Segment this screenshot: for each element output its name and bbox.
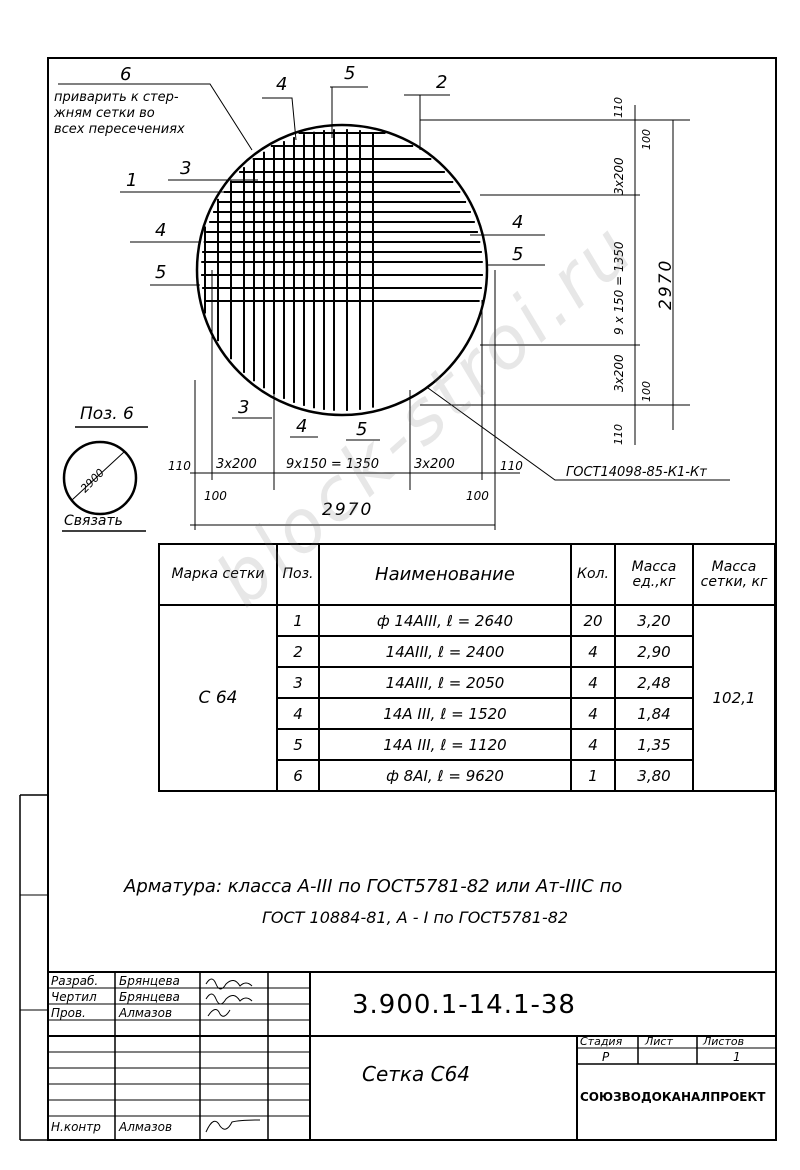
mesh-plan: [195, 123, 489, 417]
dim-right-110-bottom: 110: [612, 424, 625, 445]
spec-mark-cell: С 64: [158, 604, 278, 792]
callout-top-2: 2: [436, 72, 448, 93]
dim-right-3x200-bottom: 3x200: [612, 354, 626, 392]
notes-line-2: ГОСТ 10884-81, А - I по ГОСТ5781-82: [262, 908, 569, 927]
pos6-title: Поз. 6: [80, 404, 134, 424]
sheet-title: Сетка С64: [362, 1062, 471, 1086]
row-qty: 4: [570, 697, 616, 730]
row-qty: 4: [570, 728, 616, 761]
row-qty: 20: [570, 604, 616, 637]
row-name: 14А III, ℓ = 1120: [318, 728, 572, 761]
sheets-value: 1: [733, 1050, 741, 1064]
dim-110-left: 110: [168, 459, 191, 473]
callout-bottom-3: 3: [238, 397, 250, 418]
callout-right-5: 5: [512, 244, 524, 265]
note-line-3: всех пересечениях: [54, 122, 185, 137]
dim-total-bottom: 2970: [322, 500, 374, 520]
dim-100-left: 100: [204, 489, 227, 503]
row-pos: 5: [276, 728, 320, 761]
stage-value: Р: [602, 1050, 610, 1064]
callout-top-4: 4: [276, 74, 288, 95]
row-name: 14А III, ℓ = 1520: [318, 697, 572, 730]
dim-right-total: 2970: [656, 258, 676, 310]
row-mass: 2,90: [614, 635, 694, 668]
dim-3x200-left: 3x200: [216, 457, 257, 472]
callout-top-5: 5: [344, 63, 356, 84]
table-row: 6 ф 8АI, ℓ = 9620 1 3,80: [159, 759, 775, 792]
row-name: ф 14АIII, ℓ = 2640: [318, 604, 572, 637]
sheet-label: Лист: [645, 1035, 673, 1048]
row-name: ф 8АI, ℓ = 9620: [318, 759, 572, 792]
table-row: 3 14АIII, ℓ = 2050 4 2,48: [159, 666, 775, 699]
row-pos: 1: [276, 604, 320, 637]
dim-100-right: 100: [466, 489, 489, 503]
callout-bottom-4: 4: [296, 416, 308, 437]
spec-header-mesh-mass: Масса сетки, кг: [692, 543, 776, 606]
callout-right-4: 4: [512, 212, 524, 233]
table-row: 5 14А III, ℓ = 1120 4 1,35: [159, 728, 775, 761]
spec-mesh-mass-cell: 102,1: [692, 604, 776, 792]
table-row: 2 14АIII, ℓ = 2400 4 2,90: [159, 635, 775, 668]
row-mass: 1,35: [614, 728, 694, 761]
row-mass: 1,84: [614, 697, 694, 730]
row-qty: 4: [570, 635, 616, 668]
spec-header-name: Наименование: [318, 543, 572, 606]
dim-right-3x200-top: 3x200: [612, 157, 626, 195]
spec-header-mark: Марка сетки: [158, 543, 278, 606]
row-pos: 6: [276, 759, 320, 792]
stamp-role-1: Разраб.: [51, 974, 99, 988]
row-pos: 3: [276, 666, 320, 699]
dim-right-110-top: 110: [612, 97, 625, 118]
dim-right-100-top: 100: [640, 129, 653, 150]
row-qty: 1: [570, 759, 616, 792]
hoop-bar: [195, 123, 489, 417]
dim-right-100-bottom: 100: [640, 381, 653, 402]
spec-header-unit-mass: Масса ед.,кг: [614, 543, 694, 606]
dim-3x200-right: 3x200: [414, 457, 455, 472]
row-mass: 3,20: [614, 604, 694, 637]
notes-line-1: Арматура: класса А-III по ГОСТ5781-82 ил…: [124, 876, 623, 897]
stamp-name-4: Алмазов: [119, 1120, 173, 1134]
row-name: 14АIII, ℓ = 2400: [318, 635, 572, 668]
stage-label: Стадия: [580, 1035, 623, 1048]
sheets-label: Листов: [703, 1035, 745, 1048]
stamp-role-2: Чертил: [51, 990, 97, 1004]
note-line-2: жням сетки во: [54, 106, 155, 121]
stamp-name-3: Алмазов: [119, 1006, 173, 1020]
dim-9x150: 9x150 = 1350: [286, 457, 380, 472]
callout-left-1: 1: [126, 170, 138, 191]
specification-table: Марка сетки Поз. Наименование Кол. Масса…: [158, 543, 776, 792]
stamp-role-3: Пров.: [51, 1006, 86, 1020]
dim-110-right: 110: [500, 459, 523, 473]
callout-left-5: 5: [155, 262, 167, 283]
row-pos: 2: [276, 635, 320, 668]
note-line-1: приварить к стер-: [54, 90, 179, 105]
spec-header-qty: Кол.: [570, 543, 616, 606]
row-mass: 3,80: [614, 759, 694, 792]
row-name: 14АIII, ℓ = 2050: [318, 666, 572, 699]
spec-header-row: Марка сетки Поз. Наименование Кол. Масса…: [158, 543, 776, 606]
stamp-name-2: Брянцева: [119, 990, 180, 1004]
table-row: 4 14А III, ℓ = 1520 4 1,84: [159, 697, 775, 730]
row-pos: 4: [276, 697, 320, 730]
stamp-role-4: Н.контр: [51, 1120, 101, 1134]
row-mass: 2,48: [614, 666, 694, 699]
table-row: С 64 1 ф 14АIII, ℓ = 2640 20 3,20 102,1: [158, 604, 776, 792]
signatures: [205, 978, 261, 1133]
spec-header-pos: Поз.: [276, 543, 320, 606]
gost-label: ГОСТ14098-85-К1-Кт: [566, 465, 707, 480]
note-callout-number: 6: [120, 64, 132, 85]
callout-bottom-5: 5: [356, 419, 368, 440]
organization-name: СОЮЗВОДОКАНАЛПРОЕКТ: [580, 1090, 766, 1104]
stamp-name-1: Брянцева: [119, 974, 180, 988]
callout-left-4: 4: [155, 220, 167, 241]
doc-code: 3.900.1-14.1-38: [352, 990, 576, 1020]
pos6-action: Связать: [64, 513, 123, 529]
callout-left-3: 3: [180, 158, 192, 179]
row-qty: 4: [570, 666, 616, 699]
